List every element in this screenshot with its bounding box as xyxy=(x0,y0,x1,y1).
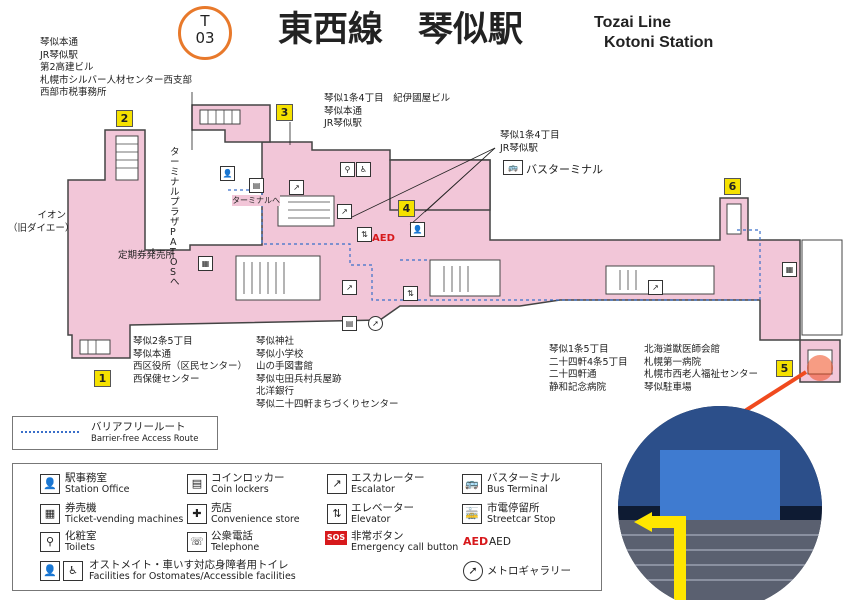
exit1-destinations: 琴似2条5丁目 琴似本通 西区役所（区民センター） 西保健センター xyxy=(133,336,248,385)
legend-ostomate: オストメイト・車いす対応身障者用トイレ Facilities for Ostom… xyxy=(89,559,296,582)
elevator-icon: ⇅ xyxy=(327,504,347,524)
store-icon: ✚ xyxy=(187,504,207,524)
escalator-icon: ↗ xyxy=(337,204,352,219)
legend-escalator: エスカレーター Escalator xyxy=(351,472,425,495)
legend-store: 売店 Convenience store xyxy=(211,502,300,525)
teiki-label: 定期券発売所 xyxy=(118,250,176,261)
facility-legend: 👤 駅事務室 Station Office ▦ 券売機 Ticket-vendi… xyxy=(12,463,602,591)
top-left-destinations: 琴似本通 JR琴似駅 第2高建ビル 札幌市シルバー人材センター西支部 西部市税事… xyxy=(40,37,193,98)
aeon-sub-label: （旧ダイエー） xyxy=(8,223,75,234)
metro-gallery-icon: ➚ xyxy=(463,561,483,581)
barrier-free-legend: バリアフリールート Barrier-free Access Route xyxy=(12,416,218,450)
exit4-destinations: 琴似1条4丁目 JR琴似駅 xyxy=(500,130,560,154)
telephone-icon: ☏ xyxy=(187,532,207,552)
elevator-icon: ⇅ xyxy=(403,286,418,301)
legend-telephone: 公衆電話 Telephone xyxy=(211,530,260,553)
exit-4-badge: 4 xyxy=(398,200,415,217)
title-en-station: Kotoni Station xyxy=(604,34,714,51)
station-office-icon: 👤 xyxy=(410,222,425,237)
exit-3-badge: 3 xyxy=(276,104,293,121)
wheelchair-icon: ♿ xyxy=(63,561,83,581)
escalator-icon: ↗ xyxy=(648,280,663,295)
page-title: 東西線 琴似駅 xyxy=(278,10,524,50)
exit-2-badge: 2 xyxy=(116,110,133,127)
ticket-machine-icon: ▦ xyxy=(40,504,60,524)
coin-locker-icon: ▤ xyxy=(187,474,207,494)
station-office-icon: 👤 xyxy=(220,166,235,181)
coin-locker-icon: ▤ xyxy=(342,316,357,331)
line-code: T xyxy=(200,12,210,30)
legend-ticket: 券売機 Ticket-vending machines xyxy=(65,502,184,525)
legend-metro-gallery: メトロギャラリー xyxy=(487,565,571,577)
streetcar-icon: 🚋 xyxy=(462,504,482,524)
legend-aed: AED xyxy=(489,536,511,548)
station-office-icon: 👤 xyxy=(40,474,60,494)
ticket-machine-icon: ▦ xyxy=(198,256,213,271)
bus-icon: 🚌 xyxy=(462,474,482,494)
exit5-destinations-right: 北海道獣医師会館 札幌第一病院 札幌市西老人福祉センター 琴似駐車場 xyxy=(644,344,759,393)
sos-badge: SOS xyxy=(325,531,347,545)
bus-terminal-label: バスターミナル xyxy=(526,163,603,176)
terminal-to-label: ターミナルへ xyxy=(232,195,280,206)
station-code: 03 xyxy=(195,29,215,47)
exit3-destinations: 琴似1条4丁目 紀伊國屋ビル 琴似本通 JR琴似駅 xyxy=(324,93,451,129)
toilet-icon: ⚲ xyxy=(40,532,60,552)
barrier-free-jp: バリアフリールート xyxy=(91,421,186,433)
center-destinations: 琴似神社 琴似小学校 山の手図書館 琴似屯田兵村兵屋跡 北洋銀行 琴似二十四軒ま… xyxy=(256,336,399,410)
legend-coin: コインロッカー Coin lockers xyxy=(211,472,285,495)
ostomate-icon: 👤 xyxy=(40,561,60,581)
metro-gallery-icon: ➚ xyxy=(368,316,383,331)
station-number-badge: T 03 xyxy=(178,6,232,60)
legend-toilets: 化粧室 Toilets xyxy=(65,530,97,553)
escalator-icon: ↗ xyxy=(327,474,347,494)
ticket-machine-icon: ▦ xyxy=(782,262,797,277)
exit5-destinations-left: 琴似1条5丁目 二十四軒4条5丁目 二十四軒通 静和記念病院 xyxy=(549,344,628,393)
escalator-icon: ↗ xyxy=(342,280,357,295)
aeon-label: イオン xyxy=(37,210,66,221)
legend-streetcar: 市電停留所 Streetcar Stop xyxy=(487,502,556,525)
legend-station-office: 駅事務室 Station Office xyxy=(65,472,130,495)
exit-1-badge: 1 xyxy=(94,370,111,387)
title-en-line: Tozai Line xyxy=(594,14,672,31)
exit-6-badge: 6 xyxy=(724,178,741,195)
bus-terminal-icon: 🚌 xyxy=(503,160,523,175)
aed-marker: AED xyxy=(372,233,395,244)
elevator-icon: ⇅ xyxy=(357,227,372,242)
exit-5-badge: 5 xyxy=(776,360,793,377)
barrier-free-line xyxy=(21,431,79,433)
barrier-free-en: Barrier-free Access Route xyxy=(91,434,199,444)
legend-bus: バスターミナル Bus Terminal xyxy=(487,472,561,495)
accessible-toilet-icon: ♿ xyxy=(356,162,371,177)
patos-label: ターミナルプラザ PATOSへ xyxy=(170,147,180,288)
aed-legend-mark: AED xyxy=(463,535,489,548)
toilet-icon: ⚲ xyxy=(340,162,355,177)
legend-sos: 非常ボタン Emergency call button xyxy=(351,530,459,553)
coin-locker-icon: ▤ xyxy=(249,178,264,193)
escalator-icon: ↗ xyxy=(289,180,304,195)
legend-elevator: エレベーター Elevator xyxy=(351,502,414,525)
